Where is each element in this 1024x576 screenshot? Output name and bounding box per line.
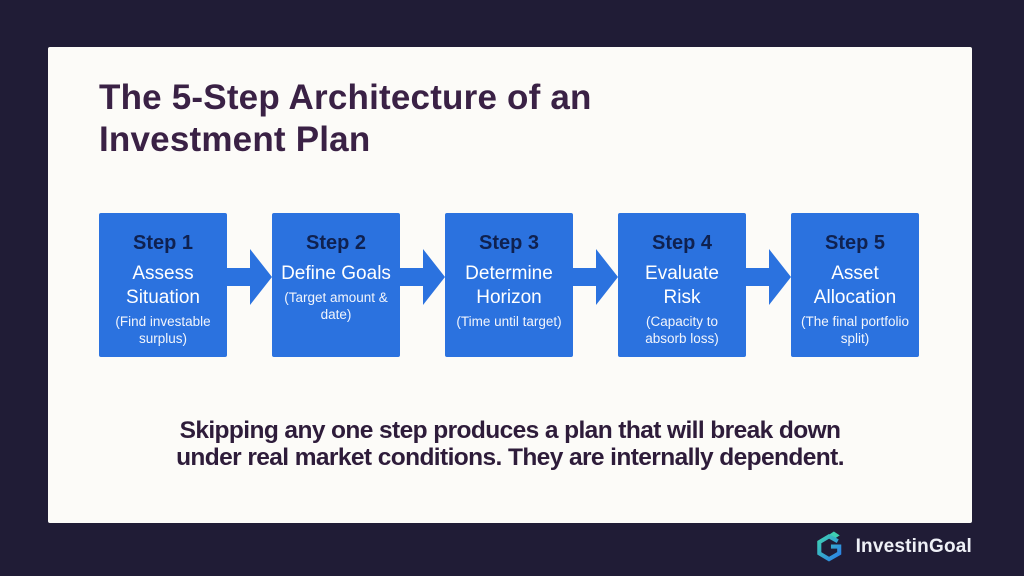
- step-3-detail: (Time until target): [456, 314, 562, 329]
- step-5-detail: (The final portfolio split): [800, 314, 910, 346]
- arrow-right-icon: [227, 249, 272, 305]
- step-box-2: Step 2 Define Goals (Target amount & dat…: [272, 213, 400, 357]
- investingoal-hexagon-icon: [816, 530, 841, 562]
- page-title-line-2: Investment Plan: [99, 120, 371, 159]
- step-box-5: Step 5 Asset Allocation (The final portf…: [791, 213, 919, 357]
- caption-text: Skipping any one step produces a plan th…: [48, 417, 972, 471]
- step-4-name: Evaluate Risk: [645, 263, 719, 308]
- step-5-label: Step 5: [824, 232, 886, 254]
- arrow-right-icon: [746, 249, 791, 305]
- step-2-label: Step 2: [305, 232, 367, 254]
- step-4-label: Step 4: [651, 232, 713, 254]
- page-title: The 5-Step Architecture of an Investment…: [99, 77, 719, 161]
- step-box-4: Step 4 Evaluate Risk (Capacity to absorb…: [618, 213, 746, 357]
- steps-flow: Step 1 Assess Situation (Find investable…: [99, 213, 921, 357]
- step-2-detail: (Target amount & date): [284, 290, 388, 322]
- content-card: The 5-Step Architecture of an Investment…: [48, 47, 972, 523]
- step-1-label: Step 1: [132, 232, 194, 254]
- brand-name: InvestinGoal: [855, 536, 972, 557]
- arrow-right-icon: [573, 249, 618, 305]
- step-5-name: Asset Allocation: [813, 263, 897, 308]
- step-1-name: Assess Situation: [126, 263, 200, 308]
- caption-line-1: Skipping any one step produces a plan th…: [179, 417, 841, 444]
- caption-line-2: under real market conditions. They are i…: [176, 444, 844, 471]
- step-3-label: Step 3: [478, 232, 540, 254]
- step-box-1: Step 1 Assess Situation (Find investable…: [99, 213, 227, 357]
- step-4-detail: (Capacity to absorb loss): [645, 314, 719, 346]
- brand-logo: InvestinGoal: [812, 529, 972, 565]
- step-box-3: Step 3 Determine Horizon (Time until tar…: [445, 213, 573, 357]
- step-3-name: Determine Horizon: [465, 263, 553, 308]
- step-2-name: Define Goals: [281, 263, 391, 284]
- page-title-line-1: The 5-Step Architecture of an: [99, 78, 592, 117]
- arrow-right-icon: [400, 249, 445, 305]
- step-1-detail: (Find investable surplus): [115, 314, 211, 346]
